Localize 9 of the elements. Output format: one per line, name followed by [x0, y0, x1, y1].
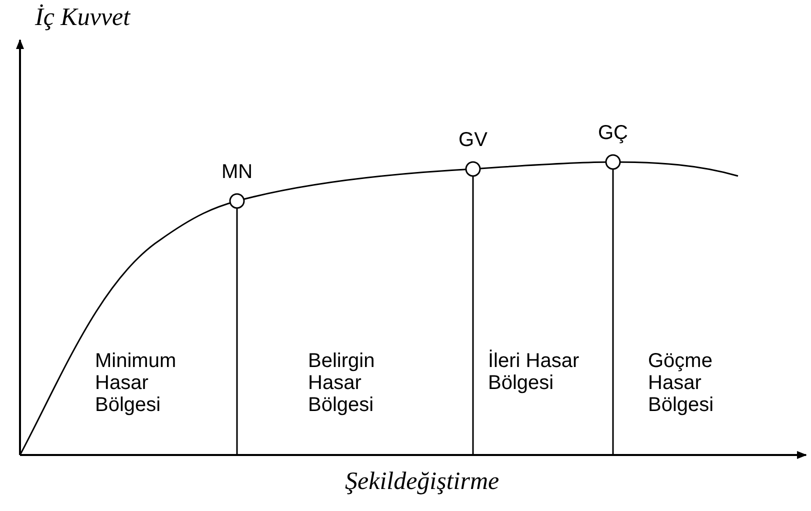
region-label: Minimum Hasar Bölgesi	[95, 350, 178, 416]
axis-title: İç Kuvvet	[35, 4, 130, 32]
region-label: Göçme Hasar Bölgesi	[648, 350, 715, 416]
region-label: Belirgin Hasar Bölgesi	[308, 350, 376, 416]
region-label: İleri Hasar Bölgesi	[488, 350, 580, 394]
axis-title: Şekildeğiştirme	[345, 468, 500, 496]
point-label: GV	[458, 129, 488, 152]
point-label: GÇ	[598, 122, 628, 145]
point-label: MN	[221, 161, 253, 184]
